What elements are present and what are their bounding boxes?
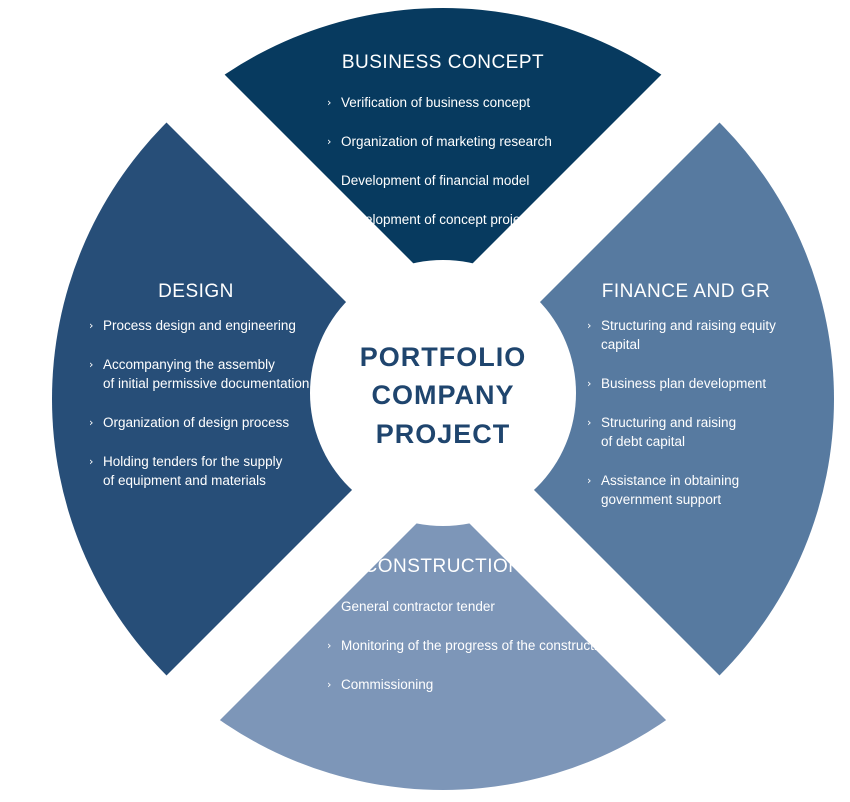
design-item: of equipment and materials [103, 473, 266, 488]
construction-title: CONSTRUCTION [363, 556, 522, 577]
construction-bullet-icon: › [327, 639, 331, 652]
business-concept-bullet-icon: › [327, 135, 331, 148]
construction-bullet-icon: › [327, 600, 331, 613]
design-bullet-icon: › [89, 358, 93, 371]
center-line-2: COMPANY [371, 380, 514, 410]
construction-bullet-icon: › [327, 678, 331, 691]
construction-item: General contractor tender [341, 599, 495, 614]
business-concept-bullet-icon: › [327, 96, 331, 109]
design-title: DESIGN [158, 281, 234, 302]
finance-item: Structuring and raising equity [601, 318, 776, 333]
quadrant-business-concept [150, 8, 736, 293]
center-line-1: PORTFOLIO [360, 342, 527, 372]
quadrant-construction [150, 497, 736, 790]
design-bullet-icon: › [89, 416, 93, 429]
finance-bullet-icon: › [587, 416, 591, 429]
design-item: Holding tenders for the supply [103, 454, 283, 469]
finance-item: capital [601, 337, 640, 352]
finance-bullet-icon: › [587, 377, 591, 390]
finance-item: Structuring and raising [601, 415, 736, 430]
quadrant-design [52, 106, 443, 692]
business-concept-item: Verification of business concept [341, 95, 530, 110]
business-concept-item: Development of financial model [341, 173, 529, 188]
design-item: of initial permissive documentation [103, 376, 309, 391]
design-item: Process design and engineering [103, 318, 296, 333]
finance-item: Business plan development [601, 376, 766, 391]
design-bullet-icon: › [89, 319, 93, 332]
design-item: Accompanying the assembly [103, 357, 275, 372]
quadrant-finance [443, 106, 834, 692]
finance-bullet-icon: › [587, 319, 591, 332]
business-concept-bullet-icon: › [327, 213, 331, 226]
construction-item: Monitoring of the progress of the constr… [341, 638, 612, 653]
design-item: Organization of design process [103, 415, 289, 430]
finance-title: FINANCE AND GR [602, 281, 771, 302]
center-hub [310, 260, 576, 526]
center-line-3: PROJECT [376, 419, 511, 449]
finance-bullet-icon: › [587, 474, 591, 487]
design-bullet-icon: › [89, 455, 93, 468]
business-concept-item: Development of concept project [341, 212, 531, 227]
business-concept-item: Organization of marketing research [341, 134, 552, 149]
business-concept-title: BUSINESS CONCEPT [342, 52, 544, 73]
finance-item: Assistance in obtaining [601, 473, 739, 488]
business-concept-bullet-icon: › [327, 174, 331, 187]
construction-item: Commissioning [341, 677, 433, 692]
finance-item: government support [601, 492, 721, 507]
finance-item: of debt capital [601, 434, 685, 449]
